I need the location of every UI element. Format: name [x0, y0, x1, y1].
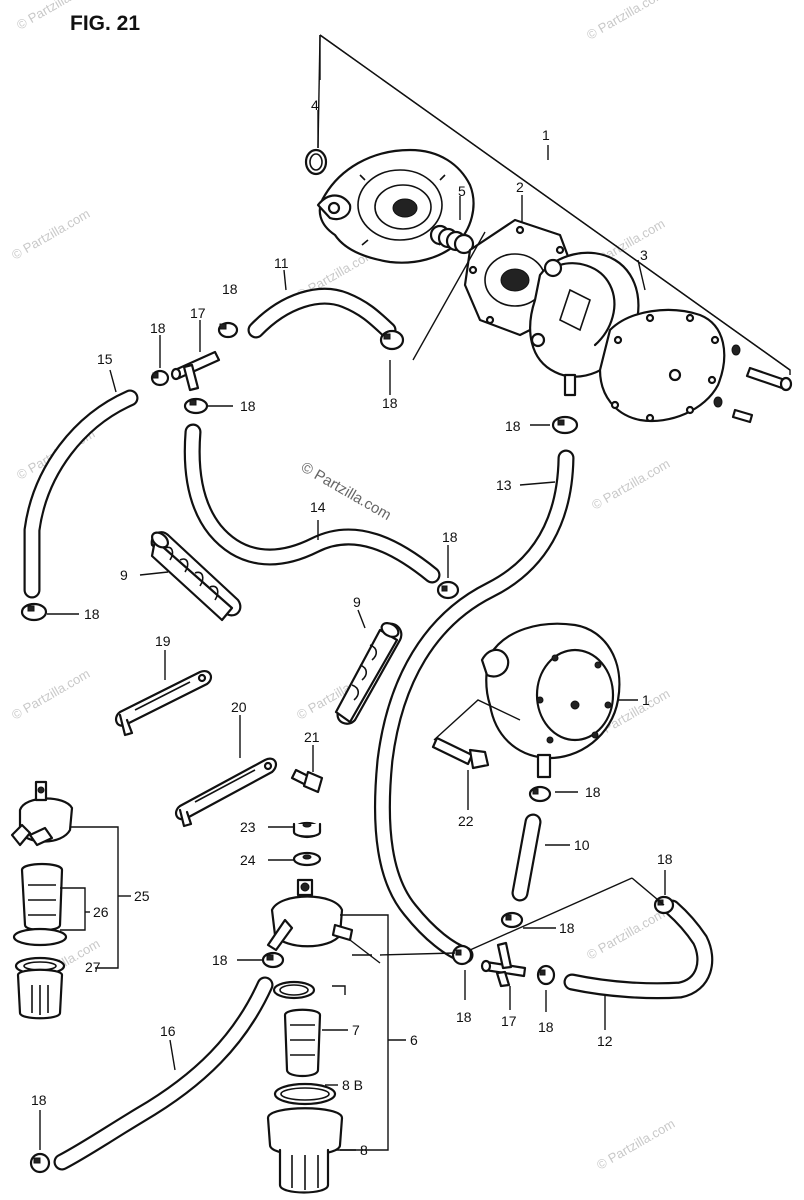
hose-12 [563, 899, 714, 1000]
bolt-22 [431, 736, 490, 770]
hoses [23, 287, 714, 1171]
callout-11: 11 [274, 255, 289, 271]
watermark: © Partzilla.com [9, 666, 92, 723]
callout-14: 14 [310, 499, 326, 515]
callout-16: 16 [160, 1023, 176, 1039]
clamp-18 [217, 321, 239, 339]
callout-3: 3 [640, 247, 648, 263]
callout-1: 1 [642, 692, 650, 708]
callout-18: 18 [150, 320, 166, 336]
callout-7: 7 [352, 1022, 360, 1038]
callout-18: 18 [585, 784, 601, 800]
callout-21: 21 [304, 729, 320, 745]
nut-23 [292, 821, 322, 839]
o-ring-4 [304, 148, 328, 176]
clamp-18 [536, 964, 556, 986]
bracket-20 [174, 757, 278, 828]
callout-18: 18 [240, 398, 256, 414]
fuel-filter-25 [10, 780, 74, 1020]
callout-17: 17 [190, 305, 206, 321]
callout-6: 6 [410, 1032, 418, 1048]
fuel-pump-assembled [480, 622, 621, 779]
callout-23: 23 [240, 819, 256, 835]
clamp-18 [29, 1152, 51, 1174]
clamp-18 [500, 911, 524, 929]
callout-22: 22 [458, 813, 474, 829]
bolt-21 [290, 768, 324, 794]
hose-16 [53, 976, 274, 1171]
callouts: 1 4 5 2 3 11 18 17 18 15 18 18 18 13 14 … [31, 97, 673, 1158]
callout-25: 25 [134, 888, 150, 904]
callout-18: 18 [559, 920, 575, 936]
callout-27: 27 [85, 959, 101, 975]
protector-9-right [334, 622, 403, 725]
watermark: © Partzilla.com [9, 206, 92, 263]
clamp-18 [551, 415, 579, 435]
t-joint-17-bottom [480, 941, 527, 988]
callout-5: 5 [458, 183, 466, 199]
callout-1: 1 [542, 127, 550, 143]
callout-18: 18 [538, 1019, 554, 1035]
callout-9: 9 [353, 594, 361, 610]
clamp-18 [183, 397, 209, 415]
hose-13 [373, 449, 575, 964]
callout-13: 13 [496, 477, 512, 493]
callout-19: 19 [155, 633, 171, 649]
t-joint-17-top [170, 350, 221, 392]
callout-18: 18 [657, 851, 673, 867]
callout-8: 8 [360, 1142, 368, 1158]
watermark: © Partzilla.com [594, 1116, 677, 1173]
protector-9-left [150, 531, 242, 622]
leader-lines [39, 34, 791, 1151]
callout-26: 26 [93, 904, 109, 920]
callout-18: 18 [222, 281, 238, 297]
clamp-18 [436, 580, 460, 600]
callout-18: 18 [505, 418, 521, 434]
watermark: © Partzilla.com [584, 906, 667, 963]
watermark: © Partzilla.com [584, 0, 667, 43]
callout-18: 18 [212, 952, 228, 968]
clamp-18 [528, 785, 552, 803]
clamp-18 [451, 944, 473, 966]
watermark: © Partzilla.com [589, 456, 672, 513]
hose-14 [183, 423, 441, 584]
hose-10 [511, 813, 542, 902]
callout-17: 17 [501, 1013, 517, 1029]
clamp-18 [261, 951, 285, 969]
bracket-19 [114, 670, 213, 737]
callout-18: 18 [84, 606, 100, 622]
fuel-filter-6 [266, 878, 354, 1194]
callout-18: 18 [382, 395, 398, 411]
callout-4: 4 [311, 97, 319, 113]
pump-screws [713, 344, 793, 424]
clamp-18 [20, 602, 48, 622]
callout-20: 20 [231, 699, 247, 715]
callout-24: 24 [240, 852, 256, 868]
callout-18: 18 [442, 529, 458, 545]
diaphragm-3 [598, 308, 726, 423]
hose-11 [247, 287, 397, 339]
clamp-18 [150, 369, 170, 387]
hose-15 [23, 389, 139, 599]
clamps [20, 321, 675, 1174]
callout-8b: 8 B [342, 1077, 363, 1093]
clamp-18 [379, 329, 405, 351]
spring-5 [429, 224, 475, 255]
callout-2: 2 [516, 179, 524, 195]
callout-12: 12 [597, 1033, 613, 1049]
callout-9: 9 [120, 567, 128, 583]
callout-18: 18 [31, 1092, 47, 1108]
washer-24 [292, 851, 322, 867]
callout-10: 10 [574, 837, 590, 853]
figure-title: FIG. 21 [70, 12, 140, 35]
callout-18: 18 [456, 1009, 472, 1025]
callout-15: 15 [97, 351, 113, 367]
